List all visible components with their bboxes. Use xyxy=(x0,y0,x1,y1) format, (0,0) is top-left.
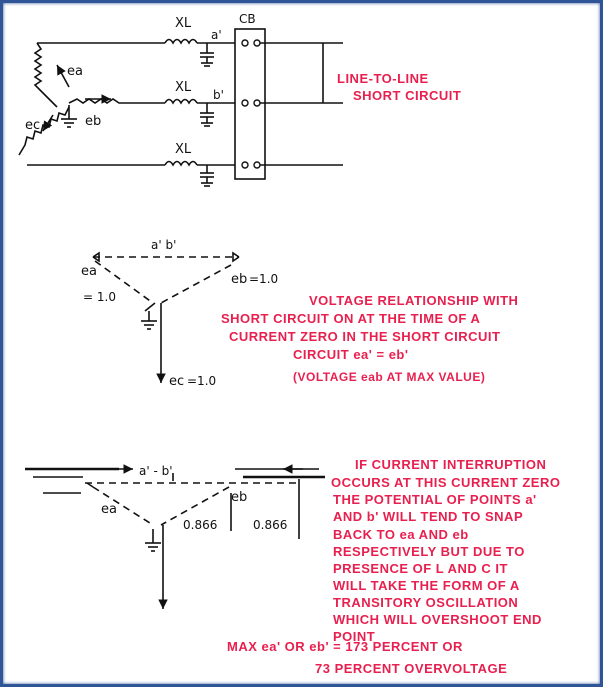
short-circuit-note-line1: LINE-TO-LINE xyxy=(337,71,429,86)
interruption-note-1: IF CURRENT INTERRUPTION xyxy=(355,457,546,472)
ea-value-2: = 1.0 xyxy=(83,290,116,304)
neutral-ground xyxy=(61,105,77,128)
ec-arrow xyxy=(42,114,54,132)
winding-a xyxy=(33,42,58,108)
value-left-3: 0.866 xyxy=(183,518,217,532)
ea-label-2: ea xyxy=(81,264,97,279)
relationship-note-5: (VOLTAGE eab AT MAX VALUE) xyxy=(293,370,485,384)
interruption-note-8: WILL TAKE THE FORM OF A xyxy=(333,578,520,593)
eb-label-2: eb xyxy=(231,272,247,287)
value-right-3: 0.866 xyxy=(253,518,287,532)
relationship-note-3: CURRENT ZERO IN THE SHORT CIRCUIT xyxy=(229,329,500,344)
eb-value-2: =1.0 xyxy=(249,272,278,286)
node-b-label: b' xyxy=(213,88,224,102)
winding-b xyxy=(68,98,131,104)
capacitor-a xyxy=(200,43,214,67)
capacitor-b xyxy=(200,103,214,127)
ea-label: ea xyxy=(67,64,83,79)
breaker-contacts xyxy=(241,39,261,169)
xl-label-b: XL xyxy=(175,80,192,95)
interruption-note-3: THE POTENTIAL OF POINTS a' xyxy=(333,492,537,507)
capacitor-c xyxy=(200,165,214,187)
interruption-note-6: RESPECTIVELY BUT DUE TO xyxy=(333,544,525,559)
node-a-label: a' xyxy=(211,28,222,42)
inductor-a xyxy=(164,38,198,45)
ground-2 xyxy=(141,311,157,330)
interruption-note-2: OCCURS AT THIS CURRENT ZERO xyxy=(331,475,560,490)
eb-label: eb xyxy=(85,114,101,129)
ea-label-3: ea xyxy=(101,502,117,517)
interruption-note-4: AND b' WILL TEND TO SNAP xyxy=(333,509,523,524)
ec-value-2: =1.0 xyxy=(187,374,216,388)
interruption-note-11: POINT xyxy=(333,629,375,644)
ec-label: ec xyxy=(25,118,40,133)
eb-label-3: eb xyxy=(231,490,247,505)
short-circuit-note-line2: SHORT CIRCUIT xyxy=(353,88,461,103)
relationship-note-4: CIRCUIT ea' = eb' xyxy=(293,347,408,362)
three-phase-generator-diagram: XL XL XL CB a' b' ea eb ec LINE-TO-LINE … xyxy=(18,12,461,187)
ground-3 xyxy=(145,529,161,552)
cb-label: CB xyxy=(239,12,256,26)
interruption-note-7: PRESENCE OF L AND C IT xyxy=(333,561,508,576)
inductor-b xyxy=(164,98,198,105)
overvoltage-line: 73 PERCENT OVERVOLTAGE xyxy=(315,661,507,676)
inductor-c xyxy=(164,160,198,167)
relationship-note-2: SHORT CIRCUIT ON AT THE TIME OF A xyxy=(221,311,481,326)
circuit-figure: XL XL XL CB a' b' ea eb ec LINE-TO-LINE … xyxy=(18,12,560,676)
voltage-relationship-diagram: a' b' ea = 1.0 eb =1.0 ec =1.0 VOLTAGE R… xyxy=(81,238,518,389)
interruption-note-5: BACK TO ea AND eb xyxy=(333,527,469,542)
xl-label-c: XL xyxy=(175,142,192,157)
xl-label-a: XL xyxy=(175,16,192,31)
ab-top-label: a' b' xyxy=(151,238,176,252)
interruption-diagram: a' - b' ea eb 0.866 0.866 IF CURRENT INT… xyxy=(25,457,560,676)
ec-label-2: ec xyxy=(169,374,184,389)
relationship-note-1: VOLTAGE RELATIONSHIP WITH xyxy=(309,293,518,308)
ea-arrow xyxy=(56,64,70,88)
circuit-breaker-box xyxy=(234,28,266,180)
max-voltage-line: MAX ea' OR eb' = 173 PERCENT OR xyxy=(227,639,463,654)
interruption-note-9: TRANSITORY OSCILLATION xyxy=(333,595,518,610)
ab-top-label-3: a' - b' xyxy=(139,464,173,478)
interruption-note-10: WHICH WILL OVERSHOOT END xyxy=(333,612,542,627)
